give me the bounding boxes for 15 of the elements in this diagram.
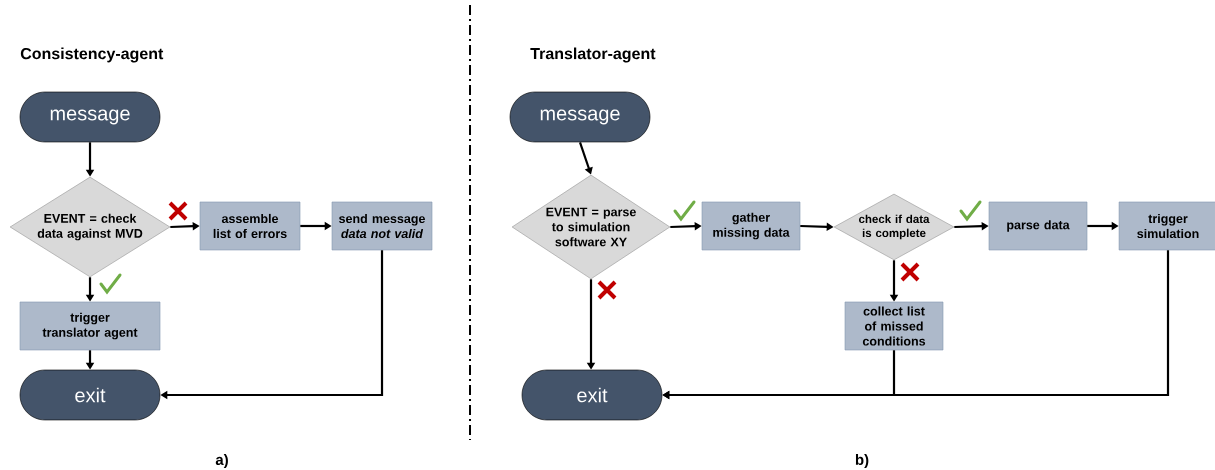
- process-box: trigger translator agent: [19, 301, 161, 351]
- terminal-node: exit: [521, 369, 663, 421]
- process-box: parse data: [988, 201, 1088, 251]
- panel-title: Consistency-agent: [20, 47, 164, 63]
- terminal-node: message: [19, 91, 161, 143]
- process-box: trigger simulation: [1118, 201, 1215, 251]
- panel-title: Translator-agent: [530, 47, 656, 63]
- process-box: send message data not valid: [331, 201, 433, 251]
- panel-label: b): [855, 454, 869, 468]
- terminal-node: exit: [19, 369, 161, 421]
- panel-label: a): [215, 454, 228, 468]
- process-box: gather missing data: [701, 201, 801, 251]
- process-box: collect list of missed conditions: [844, 301, 944, 351]
- terminal-node: message: [509, 91, 651, 143]
- process-box: assemble list of errors: [199, 201, 301, 251]
